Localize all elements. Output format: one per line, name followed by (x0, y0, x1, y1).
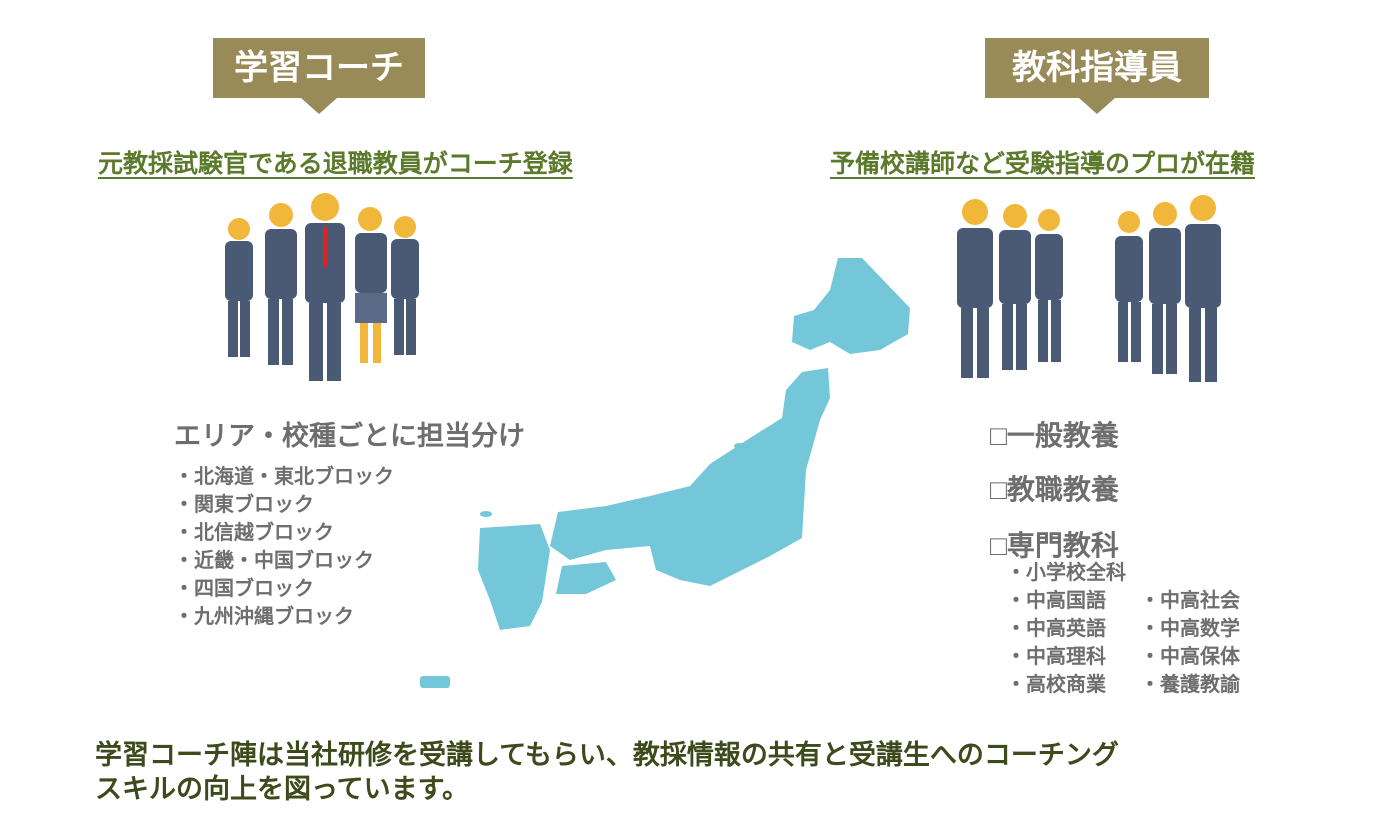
japan-map (420, 258, 910, 688)
category-specialized: □専門教科 (990, 530, 1119, 561)
coach-banner: 学習コーチ (213, 38, 425, 114)
coach-subtitle: 元教採試験官である退職教員がコーチ登録 (98, 150, 573, 178)
instructor-banner: 教科指導員 (985, 38, 1209, 114)
person-icon (225, 193, 419, 381)
subject-item: ・中高社会 (1140, 590, 1240, 612)
map-island (480, 511, 492, 517)
block-item: ・九州沖縄ブロック (174, 606, 354, 628)
coach-group-illustration (225, 193, 419, 381)
map-kyushu (478, 524, 550, 630)
block-item: ・関東ブロック (174, 494, 314, 516)
subject-item: ・中高保体 (1140, 646, 1240, 668)
footer-text: 学習コーチ陣は当社研修を受講してもらい、教採情報の共有と受講生へのコーチング ス… (95, 738, 1119, 806)
subject-item: ・高校商業 (1006, 674, 1106, 696)
map-sado (734, 443, 746, 449)
instructor-group-illustration (957, 195, 1221, 382)
subject-item: ・小学校全科 (1006, 562, 1126, 584)
block-item: ・四国ブロック (174, 578, 314, 600)
category-general: □一般教養 (990, 420, 1119, 451)
subject-list: ・小学校全科 ・中高国語 ・中高英語 ・中高理科 ・高校商業 (1006, 559, 1126, 699)
map-hokkaido (792, 258, 910, 354)
category-teaching: □教職教養 (990, 474, 1119, 505)
instructor-subtitle: 予備校講師など受験指導のプロが在籍 (830, 150, 1256, 178)
map-shikoku (556, 562, 616, 594)
subject-item: ・養護教諭 (1140, 674, 1240, 696)
area-heading: エリア・校種ごとに担当分け (174, 421, 525, 451)
block-item: ・北信越ブロック (174, 522, 334, 544)
map-honshu (550, 368, 830, 586)
subject-item: ・中高理科 (1006, 646, 1106, 668)
subject-list-col2: ・中高社会 ・中高数学 ・中高保体 ・養護教諭 (1140, 587, 1240, 699)
subject-item: ・中高国語 (1006, 590, 1106, 612)
block-item: ・北海道・東北ブロック (174, 466, 394, 488)
person-icon (957, 195, 1221, 382)
footer-line: 学習コーチ陣は当社研修を受講してもらい、教採情報の共有と受講生へのコーチング (95, 740, 1119, 770)
footer-line: スキルの向上を図っています。 (95, 774, 469, 804)
block-item: ・近畿・中国ブロック (174, 550, 374, 572)
subject-item: ・中高英語 (1006, 618, 1106, 640)
block-list: ・北海道・東北ブロック ・関東ブロック ・北信越ブロック ・近畿・中国ブロック … (174, 463, 394, 631)
map-okinawa (420, 676, 450, 688)
subject-item: ・中高数学 (1140, 618, 1240, 640)
